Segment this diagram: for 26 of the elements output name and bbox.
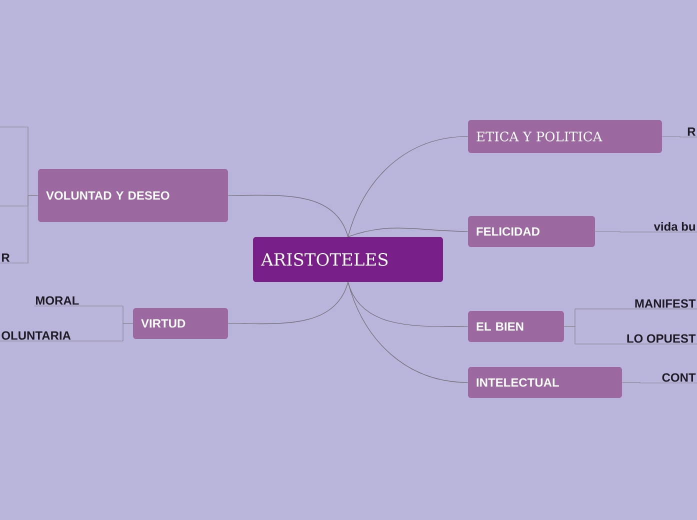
connector-line xyxy=(228,282,348,324)
subtopic-text: MORAL xyxy=(36,296,79,305)
connector-line xyxy=(0,195,38,264)
connector-line xyxy=(564,326,697,344)
connector-line xyxy=(348,136,468,238)
connector-line xyxy=(348,282,468,383)
subtopic-text: R xyxy=(688,128,696,136)
subtopic-text: R xyxy=(2,254,10,262)
central-topic-box: ARISTOTELES xyxy=(253,237,443,282)
connector-line xyxy=(0,323,134,342)
subtopic-text: LO OPUEST xyxy=(627,334,696,343)
subtopic-text: CONT xyxy=(662,373,696,382)
connector-line xyxy=(662,136,697,138)
connector-line xyxy=(622,382,697,384)
topic-box: EL BIEN xyxy=(468,311,564,342)
subtopic-text: vida bu xyxy=(654,222,695,231)
connector-line xyxy=(228,194,348,238)
topic-box: INTELECTUAL xyxy=(468,366,622,398)
topic-box: VOLUNTAD Y DESEO xyxy=(38,169,228,222)
topic-box: VIRTUD xyxy=(133,308,228,339)
topic-box: FELICIDAD xyxy=(468,216,595,247)
connector-line xyxy=(594,231,697,232)
connector-line xyxy=(348,228,468,238)
topic-box: ETICA Y POLITICA xyxy=(468,120,662,153)
subtopic-text: OLUNTARIA xyxy=(2,331,71,340)
subtopic-text: MANIFEST xyxy=(635,299,696,308)
